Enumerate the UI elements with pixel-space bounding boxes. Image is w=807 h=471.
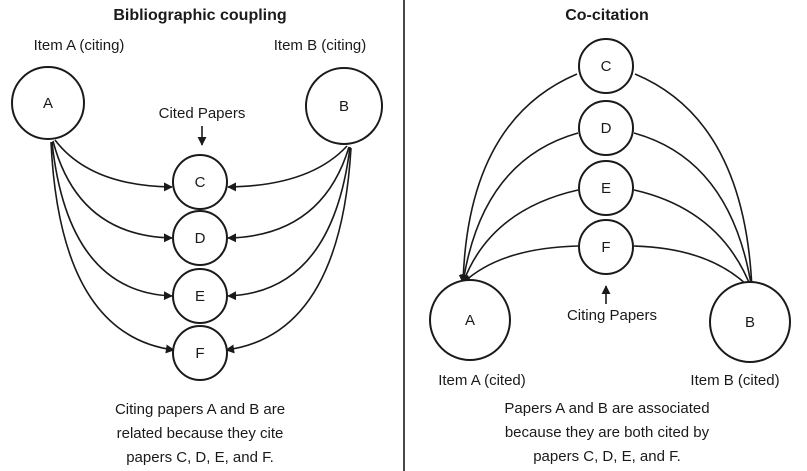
- right-edges-to-b: [633, 73, 757, 291]
- node-b-cited-label: B: [745, 314, 755, 331]
- cited-node-f: [172, 325, 228, 381]
- edge-e-b: [633, 189, 754, 291]
- node-a-cited-label: A: [465, 312, 475, 329]
- edge-e-a: [461, 189, 579, 284]
- cited-node-d-label: D: [195, 230, 206, 247]
- item-b-citing-label: Item B (citing): [274, 37, 367, 54]
- edge-a-d: [52, 140, 173, 243]
- bibliographic-coupling-title: Bibliographic coupling: [113, 7, 286, 24]
- node-b-citing: [305, 67, 383, 145]
- edge-b-e: [227, 146, 351, 301]
- left-caption-line-1: Citing papers A and B are: [115, 401, 285, 418]
- cited-node-c: [172, 154, 228, 210]
- co-citation-title: Co-citation: [565, 7, 649, 24]
- citing-node-c: [578, 38, 634, 94]
- edge-c-a: [458, 73, 578, 284]
- edge-c-b: [634, 73, 757, 291]
- bibliographic-coupling-panel: Bibliographic coupling Item A (citing) I…: [11, 7, 383, 466]
- citing-node-f-label: F: [601, 239, 610, 256]
- edge-f-a: [462, 245, 579, 284]
- edge-b-c: [227, 145, 348, 192]
- right-edges-to-a: [458, 73, 579, 284]
- cited-node-f-label: F: [195, 345, 204, 362]
- left-caption-line-3: papers C, D, E, and F.: [126, 449, 274, 466]
- citing-node-e-label: E: [601, 180, 611, 197]
- left-caption-line-2: related because they cite: [117, 425, 284, 442]
- edge-f-b: [633, 245, 753, 291]
- edge-a-c: [54, 139, 173, 192]
- co-citation-panel: Co-citation C D E F Citing Papers A B Item …: [429, 7, 791, 465]
- left-edges-from-a: [50, 139, 175, 354]
- edge-d-a: [459, 132, 579, 284]
- edge-b-d: [227, 146, 350, 243]
- citing-node-e: [578, 160, 634, 216]
- edge-a-e: [51, 141, 173, 301]
- citing-node-d-label: D: [601, 120, 612, 137]
- cited-node-c-label: C: [195, 174, 206, 191]
- right-caption-line-1: Papers A and B are associated: [504, 400, 709, 417]
- left-cited-nodes: C D E F: [172, 154, 228, 381]
- edge-a-f: [50, 141, 175, 354]
- right-citing-nodes: C D E F: [578, 38, 634, 275]
- cited-papers-label: Cited Papers: [159, 105, 246, 122]
- node-b-cited: [709, 281, 791, 363]
- item-a-citing-label: Item A (citing): [34, 37, 125, 54]
- node-a-citing-label: A: [43, 95, 53, 112]
- item-b-cited-label: Item B (cited): [690, 372, 779, 389]
- cited-node-e: [172, 268, 228, 324]
- citing-node-d: [578, 100, 634, 156]
- left-edges-from-b: [225, 145, 352, 354]
- edge-d-b: [633, 132, 756, 291]
- node-a-citing: [11, 66, 85, 140]
- cited-node-d: [172, 210, 228, 266]
- edge-b-f: [225, 147, 352, 354]
- right-caption-line-3: papers C, D, E, and F.: [533, 448, 681, 465]
- item-a-cited-label: Item A (cited): [438, 372, 526, 389]
- citing-node-c-label: C: [601, 58, 612, 75]
- citing-papers-label: Citing Papers: [567, 307, 657, 324]
- citing-node-f: [578, 219, 634, 275]
- cited-node-e-label: E: [195, 288, 205, 305]
- node-a-cited: [429, 279, 511, 361]
- right-caption-line-2: because they are both cited by: [505, 424, 710, 441]
- node-b-citing-label: B: [339, 98, 349, 115]
